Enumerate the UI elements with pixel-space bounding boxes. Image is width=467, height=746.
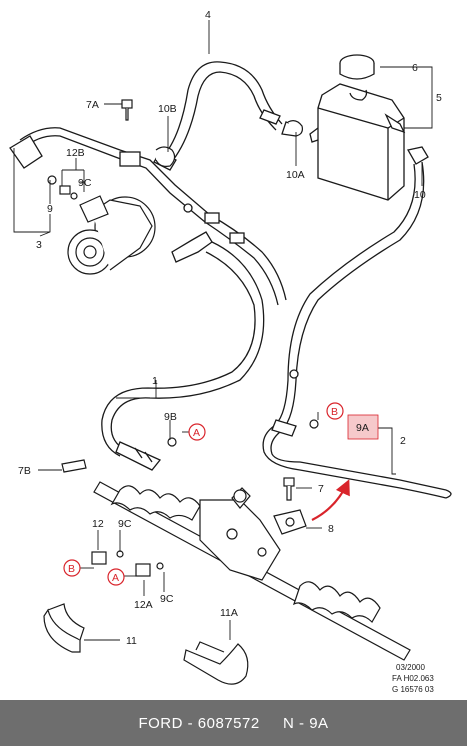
return-hose [262,161,452,499]
upper-line-3 [9,127,287,306]
highlight-9A [347,414,379,440]
callout-B-low [63,559,81,577]
label-B-mid: B [331,406,338,418]
footer-brand: FORD [138,714,183,732]
label-4: 4 [205,9,211,21]
label-9-left: 9 [47,203,53,215]
callout-A-top [188,423,206,441]
pump [67,195,156,275]
small-parts [43,99,319,685]
label-7: 7 [318,483,324,495]
label-12: 12 [92,518,104,530]
label-A-low: A [112,572,119,584]
label-11A: 11A [220,607,238,619]
label-8: 8 [328,523,334,535]
reservoir [309,54,429,201]
callout-A-low [107,568,125,586]
label-B-low: B [68,563,75,575]
label-6: 6 [412,62,418,74]
label-7A: 7A [86,99,99,111]
label-11: 11 [126,635,137,647]
label-9B: 9B [164,411,177,423]
callout-circles [63,402,344,586]
pressure-hose [101,231,265,471]
meta-ref2: G 16576 03 [392,685,434,694]
label-10A: 10A [286,169,305,181]
steering-rack [93,481,411,661]
label-5: 5 [436,92,442,104]
label-3: 3 [36,239,42,251]
label-7B: 7B [18,465,31,477]
label-A-top: A [193,427,200,439]
label-10B: 10B [158,103,177,115]
meta-ref1: FA H02.063 [392,674,434,683]
label-1: 1 [152,375,158,387]
power-steering-diagram: 4 6 5 7A 10B 10A 10 12B 9C 9 3 1 9B A B … [9,9,452,694]
red-arrow [311,479,350,521]
label-12B: 12B [66,147,85,159]
label-10: 10 [414,189,426,201]
label-9A: 9A [356,422,369,434]
label-9C-low: 9C [160,593,174,605]
label-12A: 12A [134,599,153,611]
label-9C-top: 9C [78,177,92,189]
hose-4 [153,61,299,171]
footer-suffix: N - 9A [283,714,329,732]
callout-B-mid [326,402,344,420]
footer-part-number: 6087572 [197,714,260,732]
footer-bar: FORD - 6087572 N - 9A [0,700,467,746]
footer-separator: - [182,714,198,732]
footer-gap [260,715,283,732]
meta-date: 03/2000 [396,663,425,672]
label-9C-mid: 9C [118,518,132,530]
label-2: 2 [400,435,406,447]
